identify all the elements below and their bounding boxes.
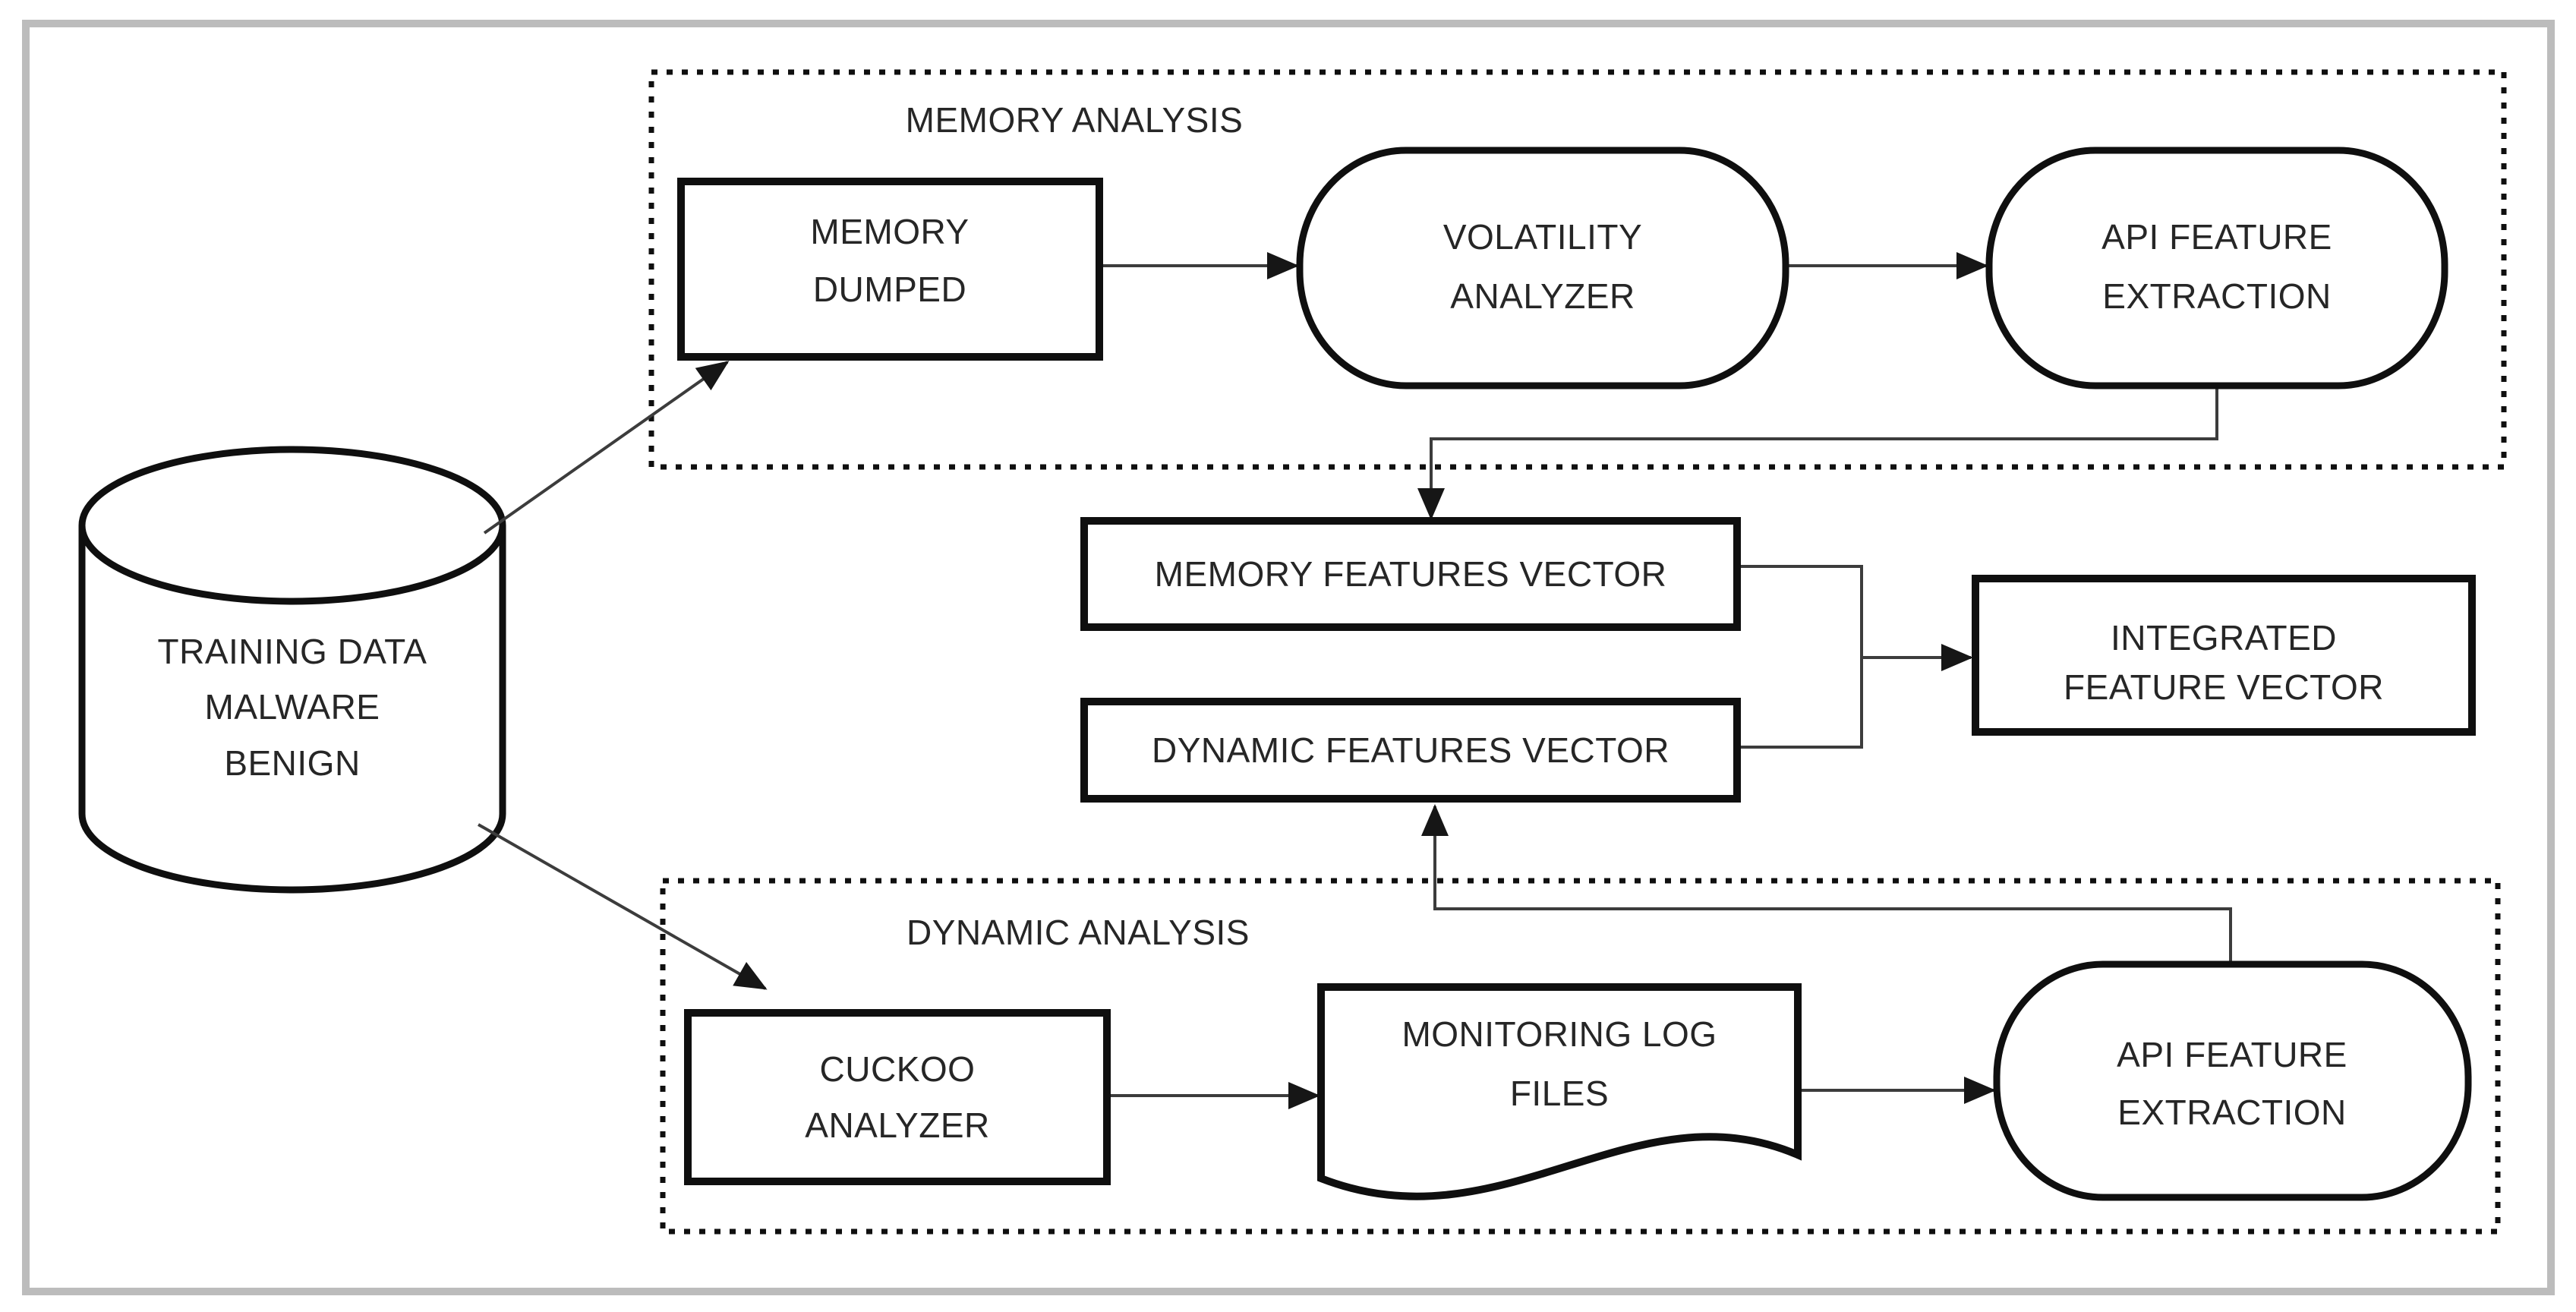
memory-analysis-label: MEMORY ANALYSIS [906,100,1244,140]
cylinder-top [78,446,506,605]
page-frame [22,20,2555,1295]
memory-dumped-line2: DUMPED [813,270,966,309]
cuckoo-analyzer-box [684,1009,1111,1185]
api-feature-extraction-memory-line1: API FEATURE [2101,217,2332,257]
training-data-cylinder [78,446,506,894]
monitoring-log-files-line2: FILES [1510,1074,1609,1113]
memory-analysis-section-box [648,69,2507,470]
api-feature-extraction-memory-box [1985,147,2448,390]
cylinder-body [78,525,506,894]
api-feature-extraction-dynamic-line1: API FEATURE [2117,1035,2347,1074]
monitoring-log-files-line1: MONITORING LOG [1402,1014,1717,1054]
cuckoo-analyzer-label: CUCKOO ANALYZER [805,1049,989,1145]
edge-feature-vectors-junction [1737,565,1863,749]
integrated-feature-vector-line2: FEATURE VECTOR [2064,667,2384,707]
api-feature-extraction-memory-line2: EXTRACTION [2102,276,2331,316]
dynamic-analysis-section-box [660,878,2501,1235]
memory-features-vector-label: MEMORY FEATURES VECTOR [1155,554,1667,594]
edge-api-feature-extraction-to-dynamic-features-vector [1421,804,2232,963]
dynamic-analysis-label: DYNAMIC ANALYSIS [906,913,1250,952]
integrated-feature-vector-line1: INTEGRATED [2111,618,2337,658]
training-data-label: TRAINING DATA MALWARE BENIGN [158,632,427,783]
cuckoo-analyzer-line2: ANALYZER [805,1105,989,1145]
api-feature-extraction-dynamic-box [1993,960,2472,1201]
memory-features-vector-box [1080,517,1741,631]
memory-dumped-line1: MEMORY [810,212,969,251]
cuckoo-analyzer-line1: CUCKOO [820,1049,976,1089]
dynamic-features-vector-label: DYNAMIC FEATURES VECTOR [1152,730,1670,770]
volatility-analyzer-label: VOLATILITY ANALYZER [1443,217,1642,316]
edge-training-data-to-memory-dumped [483,361,730,535]
monitoring-log-files-document [1317,983,1802,1200]
api-feature-extraction-dynamic-line2: EXTRACTION [2117,1093,2346,1132]
training-data-line1: TRAINING DATA [158,632,427,671]
api-feature-extraction-dynamic-label: API FEATURE EXTRACTION [2117,1035,2347,1132]
volatility-analyzer-line2: ANALYZER [1450,276,1635,316]
training-data-line3: BENIGN [224,743,360,783]
edge-training-data-to-cuckoo-analyzer [478,823,768,990]
volatility-analyzer-line1: VOLATILITY [1443,217,1642,257]
integrated-feature-vector-label: INTEGRATED FEATURE VECTOR [2064,618,2384,707]
memory-dumped-box [677,178,1103,361]
integrated-feature-vector-box [1972,575,2476,736]
dynamic-features-vector-box [1080,698,1741,803]
edge-api-feature-extraction-to-memory-features-vector [1417,383,2218,520]
training-data-line2: MALWARE [205,687,380,727]
volatility-analyzer-box [1296,147,1789,390]
api-feature-extraction-memory-label: API FEATURE EXTRACTION [2101,217,2332,316]
monitoring-log-files-label: MONITORING LOG FILES [1402,1014,1717,1113]
memory-dumped-label: MEMORY DUMPED [810,212,969,309]
